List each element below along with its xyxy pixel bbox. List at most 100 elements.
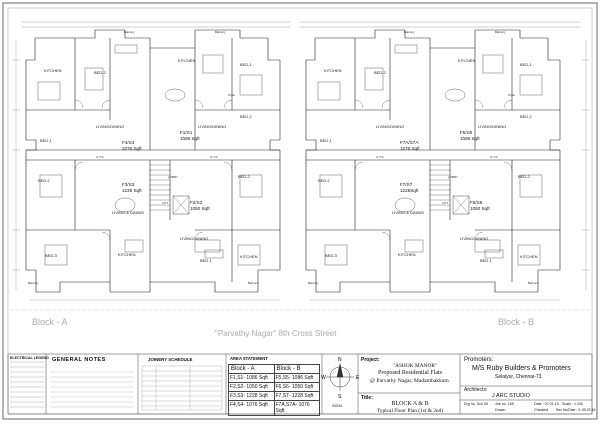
flat-area: 1228 Sqft [122, 188, 142, 193]
room-label: LIFT [442, 201, 448, 205]
room-label: Balcony [28, 281, 39, 285]
title-line2: Typical Floor Plan (1st & 2nd) [376, 408, 444, 414]
room-label: BED-2 [374, 70, 387, 75]
compass-e: E [356, 375, 360, 381]
area-statement-table: Block - A Block - B F1,S1- 1086 Sqft F5,… [228, 364, 320, 416]
street-label: "Parvathy Nagar" 8th Cross Street [215, 329, 337, 338]
block-b-caption: Block - B [498, 317, 534, 327]
area-cell: F2,S2- 1050 Sqft [229, 383, 275, 391]
flat-area: 1050 Sqft [190, 206, 210, 211]
room-label: Balcony [495, 30, 506, 34]
room-label: LIVING/DINING [198, 124, 226, 129]
general-notes-lines [50, 371, 134, 408]
room-label: LIFT [162, 201, 168, 205]
room-label: LIVING/DINING [96, 124, 124, 129]
title-line1: BLOCK A & B [391, 401, 429, 407]
area-cell: F3,S3- 1228 Sqft [229, 392, 275, 400]
room-label: O.T.S [490, 155, 498, 159]
room-label: KITCHEN [458, 58, 476, 63]
title-label: Title: [361, 395, 373, 401]
drawn-label: Drawn [495, 408, 506, 412]
block-b-plan [305, 29, 590, 301]
drawing-date: Date : 07.01.15 [534, 402, 559, 406]
room-label: Balcony [404, 30, 415, 34]
room-label: BED-2 [38, 178, 51, 183]
room-label: LIVING & DINING [112, 210, 144, 215]
electrical-legend-title: ELECTRICAL LEGEND [10, 356, 49, 360]
joinery-schedule-title: JOINERY SCHEDULE [148, 357, 193, 362]
job-number: Job no. 165 [495, 402, 514, 406]
inner-border [7, 7, 593, 415]
compass-s: S [338, 394, 342, 400]
flat-name: F4/S4 [122, 140, 135, 145]
street-and-block-captions: Block - A Block - B "Parvathy Nagar" 8th… [10, 309, 590, 338]
room-label: KITCHEN [240, 254, 258, 259]
flat-name: F6/S6 [470, 200, 483, 205]
room-label: KITCHEN [178, 58, 196, 63]
block-b-room-labels: KITCHEN BED-2 KITCHEN BED-1 LIVING/DININ… [308, 30, 539, 285]
flat-area: 1076 Sqft [400, 146, 420, 151]
room-label: Balcony [215, 30, 226, 34]
block-b-flat-labels: F5/S5 1086 Sqft F7A/S7A 1076 Sqft F7/S7 … [400, 130, 490, 211]
project-line2: Proposed Residential Flats [378, 370, 442, 376]
room-label: LOBBY [448, 175, 458, 179]
promoters-address: Selaiyur, Chennai-73. [495, 374, 543, 380]
room-label: Balcony [528, 281, 539, 285]
room-label: LIVING/DINING [376, 124, 404, 129]
drawing-scale: Scale : 1:100 [562, 402, 583, 406]
room-label: Balcony [248, 281, 259, 285]
flat-name: F7/S7 [400, 182, 413, 187]
room-label: BED-2 [240, 114, 253, 119]
sign-label: SIGN [332, 403, 342, 408]
flat-area: 1050 Sqft [470, 206, 490, 211]
area-cell: F1,S1- 1086 Sqft [229, 374, 275, 382]
flat-area: 1228Sqft [400, 188, 419, 193]
room-label: KITCHEN [520, 254, 538, 259]
room-label: BED-3 [325, 253, 338, 258]
area-col-header: Block - A [229, 365, 275, 373]
flat-area: 1086 Sqft [180, 136, 200, 141]
flat-area: 1076 Sqft [122, 146, 142, 151]
flat-name: F2/S2 [190, 200, 203, 205]
block-a-room-labels: KITCHEN BED-2 KITCHEN BED-1 LIVING/DININ… [28, 30, 259, 285]
north-arrow-icon [326, 363, 354, 391]
revision-label: Rev No/Date : 0 -05.02.15 [556, 408, 596, 412]
architects-label: Architects: [464, 387, 488, 393]
room-label: BED-3 [45, 253, 58, 258]
room-label: KITCHEN [324, 68, 342, 73]
electrical-legend-rows [10, 361, 44, 408]
room-label: Toilet [228, 93, 235, 97]
flat-name: F5/S5 [460, 130, 473, 135]
top-dimension-lines [22, 21, 580, 28]
compass-w: W [321, 375, 326, 381]
project-name: "ASHOK MANOR" [392, 363, 438, 369]
checked-label: Checked [534, 408, 549, 412]
promoters-label: Promoters: [464, 357, 494, 363]
room-label: KITCHEN [398, 252, 416, 257]
room-label: BED-1 [320, 138, 333, 143]
title-block-frame [7, 353, 593, 415]
room-label: BED-2 [94, 70, 107, 75]
area-statement-title: AREA STATEMENT [230, 356, 268, 361]
sheet-border [2, 2, 598, 420]
area-cell: F6,S6- 1050 Sqft [275, 384, 314, 390]
area-col-header: Block - B [276, 366, 301, 372]
project-label: Project: [361, 357, 380, 363]
room-label: BED-2 [520, 114, 533, 119]
room-label: Balcony [308, 281, 319, 285]
area-cell: F5,S5- 1086 Sqft [275, 375, 314, 381]
room-label: LIVING/DINING [180, 236, 208, 241]
block-a-caption: Block - A [32, 317, 68, 327]
flat-name: F1/S1 [180, 130, 193, 135]
room-label: BED-1 [40, 138, 53, 143]
room-label: Toilet [508, 93, 515, 97]
block-a-plan [12, 29, 281, 301]
room-label: O.T.S [96, 155, 104, 159]
room-label: KITCHEN [118, 252, 136, 257]
flat-name: F3/S3 [122, 182, 135, 187]
room-label: BED-2 [238, 174, 251, 179]
room-label: BED-1 [520, 62, 533, 67]
room-label: Balcony [124, 30, 135, 34]
